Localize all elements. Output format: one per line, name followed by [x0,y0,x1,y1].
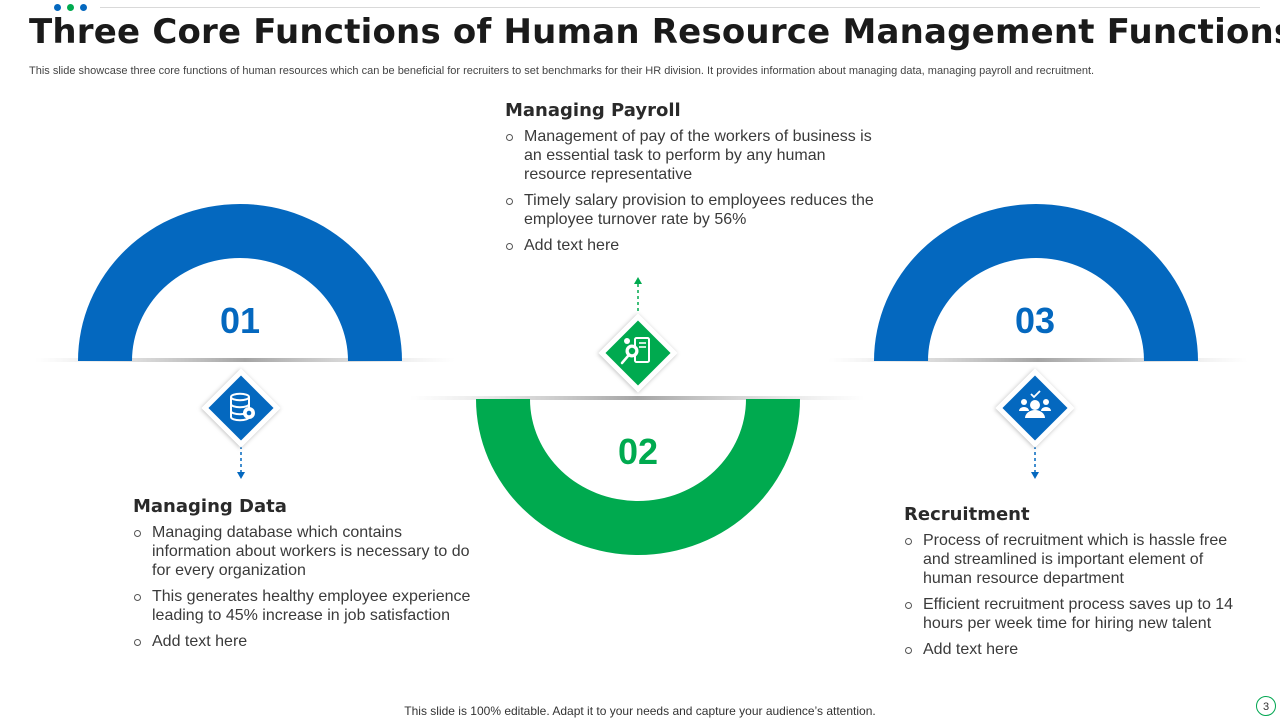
list-item: Management of pay of the workers of busi… [505,127,875,184]
bullet-list: Management of pay of the workers of busi… [505,127,875,255]
list-item: Efficient recruitment process saves up t… [904,595,1239,633]
list-item: Add text here [904,640,1239,659]
top-divider [100,7,1260,8]
text-block-managing-data: Managing Data Managing database which co… [133,496,478,658]
step-heading-recruitment: Recruitment [904,504,1030,525]
step-number-01: 01 [220,300,260,341]
dot [54,4,61,11]
arc-02 [476,399,800,555]
step-heading-payroll: Managing Payroll [505,100,681,121]
dot [80,4,87,11]
list-item: Add text here [133,632,478,651]
step-number-03: 03 [1015,300,1055,341]
list-item: This generates healthy employee experien… [133,587,478,625]
bullet-list: Managing database which contains informa… [133,523,478,651]
recruiter-icon [995,368,1075,448]
database-gear-icon [201,368,281,448]
footer-note: This slide is 100% editable. Adapt it to… [404,704,876,718]
step-number-02: 02 [618,431,658,472]
slide-title: Three Core Functions of Human Resource M… [29,12,1280,52]
text-block-managing-payroll: Managing Payroll Management of pay of th… [505,100,875,262]
slide-subtitle: This slide showcase three core functions… [29,65,1095,77]
list-item: Managing database which contains informa… [133,523,478,580]
list-item: Timely salary provision to employees red… [505,191,875,229]
list-item: Process of recruitment which is hassle f… [904,531,1239,588]
step-heading-data: Managing Data [133,496,287,517]
bullet-list: Process of recruitment which is hassle f… [904,531,1239,659]
decorative-dots [54,4,87,11]
arc-01 [78,204,402,361]
page-number: 3 [1256,696,1276,716]
payroll-document-icon [598,313,678,393]
dashed-arrow-down [237,446,245,479]
shelf-line [828,358,1248,362]
shelf-line [410,396,865,400]
dashed-arrow-down [1031,446,1039,479]
arc-03 [874,204,1198,361]
dashed-arrow-up [634,277,642,312]
shelf-line [35,358,455,362]
text-block-recruitment: Recruitment Process of recruitment which… [904,504,1239,666]
list-item: Add text here [505,236,875,255]
dot [67,4,74,11]
